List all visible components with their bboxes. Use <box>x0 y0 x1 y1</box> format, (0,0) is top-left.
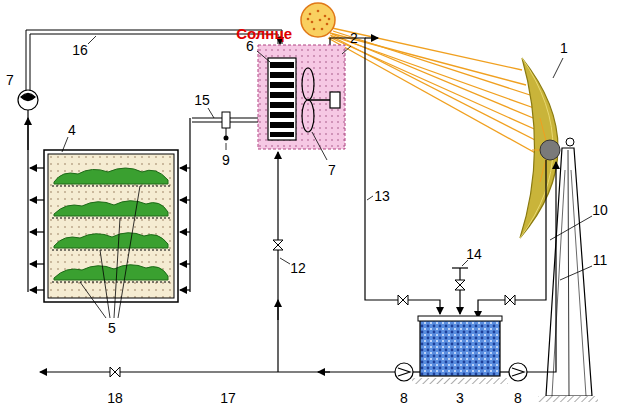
callout-number: 5 <box>108 321 116 335</box>
callout-number: 18 <box>107 391 123 405</box>
callout-number: 7 <box>6 73 14 87</box>
callout-number: 14 <box>466 247 482 261</box>
callout-number: 7 <box>328 163 336 177</box>
pipes <box>40 152 395 372</box>
callout-number: 2 <box>350 31 358 45</box>
heat-exchanger-unit <box>258 45 345 149</box>
callout-number: 3 <box>456 391 464 405</box>
callout-number: 8 <box>400 391 408 405</box>
solar-concentrator <box>520 58 574 238</box>
callout-number: 17 <box>220 391 236 405</box>
thermometer <box>222 112 230 141</box>
pump <box>395 363 527 381</box>
callout-number: 13 <box>374 189 390 203</box>
sun-rays <box>328 28 548 160</box>
callout-number: 1 <box>560 41 568 55</box>
storage-tank <box>412 316 508 384</box>
callout-number: 15 <box>194 93 210 107</box>
sun-node: Солнце <box>300 2 336 38</box>
dryer-chamber <box>44 150 178 302</box>
callout-number: 10 <box>592 203 608 217</box>
callout-number: 8 <box>514 391 522 405</box>
valve <box>505 295 515 305</box>
callout-number: 16 <box>72 43 88 57</box>
sun-label: Солнце <box>236 26 292 41</box>
callout-number: 4 <box>68 123 76 137</box>
pipes <box>330 38 468 314</box>
sun-symbol <box>300 2 336 38</box>
callout-number: 9 <box>222 153 230 167</box>
callout-number: 12 <box>290 261 306 275</box>
callout-number: 6 <box>246 39 254 53</box>
fan <box>18 90 38 292</box>
valve <box>398 280 465 305</box>
callout-number: 11 <box>593 253 608 267</box>
pipes <box>28 118 258 292</box>
leader-lines <box>62 36 592 318</box>
